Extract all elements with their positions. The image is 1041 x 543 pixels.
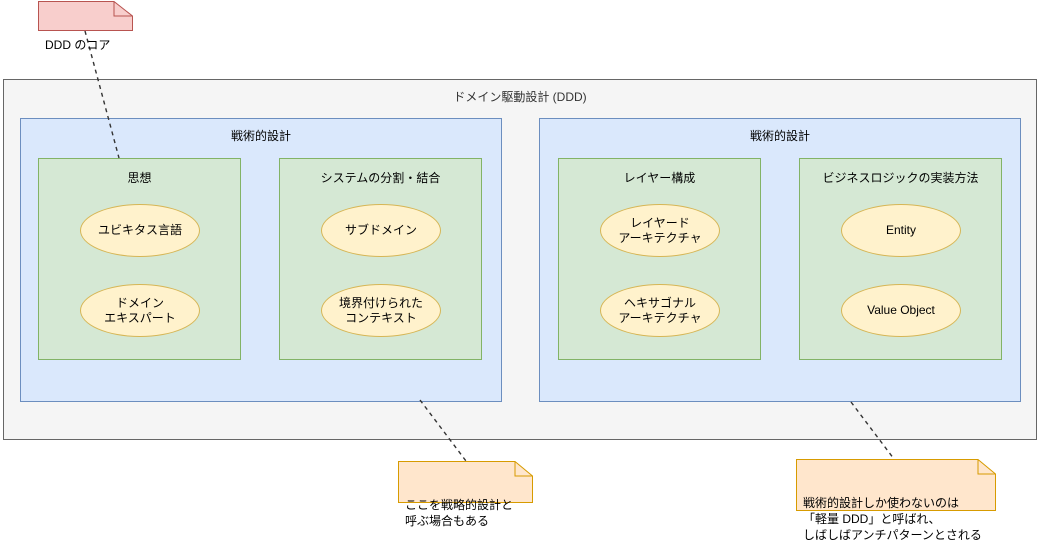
page-title: ドメイン駆動設計 (DDD) [453,90,587,104]
note-ddd-core: DDD のコア [38,1,133,52]
concept-bounded-context: 境界付けられた コンテキスト [321,284,441,337]
concept-hexagonal-architecture: ヘキサゴナル アーキテクチャ [600,284,720,337]
concept-ubiquitous-language: ユビキタス言語 [80,204,200,257]
section-label-left: 戦術的設計 [230,129,291,143]
note-ddd-core-text: DDD のコア [45,38,111,52]
note-strategic-design: ここを戦略的設計と 呼ぶ場合もある [398,461,533,528]
concept-entity: Entity [841,204,961,257]
concept-layered-architecture: レイヤード アーキテクチャ [600,204,720,257]
note-shape-yellow-right [796,459,996,511]
note-shape-yellow-center [398,461,533,503]
note-strategic-design-text: ここを戦略的設計と 呼ぶ場合もある [405,498,514,528]
note-shape-red [38,1,133,31]
concept-domain-expert: ドメイン エキスパート [80,284,200,337]
diagram-canvas: ドメイン駆動設計 (DDD) 戦術的設計 思想 システムの分割・結合 ユビキタス… [3,1,1037,542]
group-label-layer-structure: レイヤー構成 [623,171,696,185]
concept-value-object: Value Object [841,284,961,337]
section-label-right: 戦術的設計 [749,129,810,143]
group-label-shisou: 思想 [127,171,152,185]
note-lightweight-ddd: 戦術的設計しか使わないのは 「軽量 DDD」と呼ばれ、 しばしばアンチパターンと… [796,459,996,542]
note-lightweight-ddd-text: 戦術的設計しか使わないのは 「軽量 DDD」と呼ばれ、 しばしばアンチパターンと… [803,496,982,542]
group-label-business-logic-impl: ビジネスロジックの実装方法 [822,171,979,185]
group-label-system-division: システムの分割・結合 [320,171,441,185]
concept-subdomain: サブドメイン [321,204,441,257]
